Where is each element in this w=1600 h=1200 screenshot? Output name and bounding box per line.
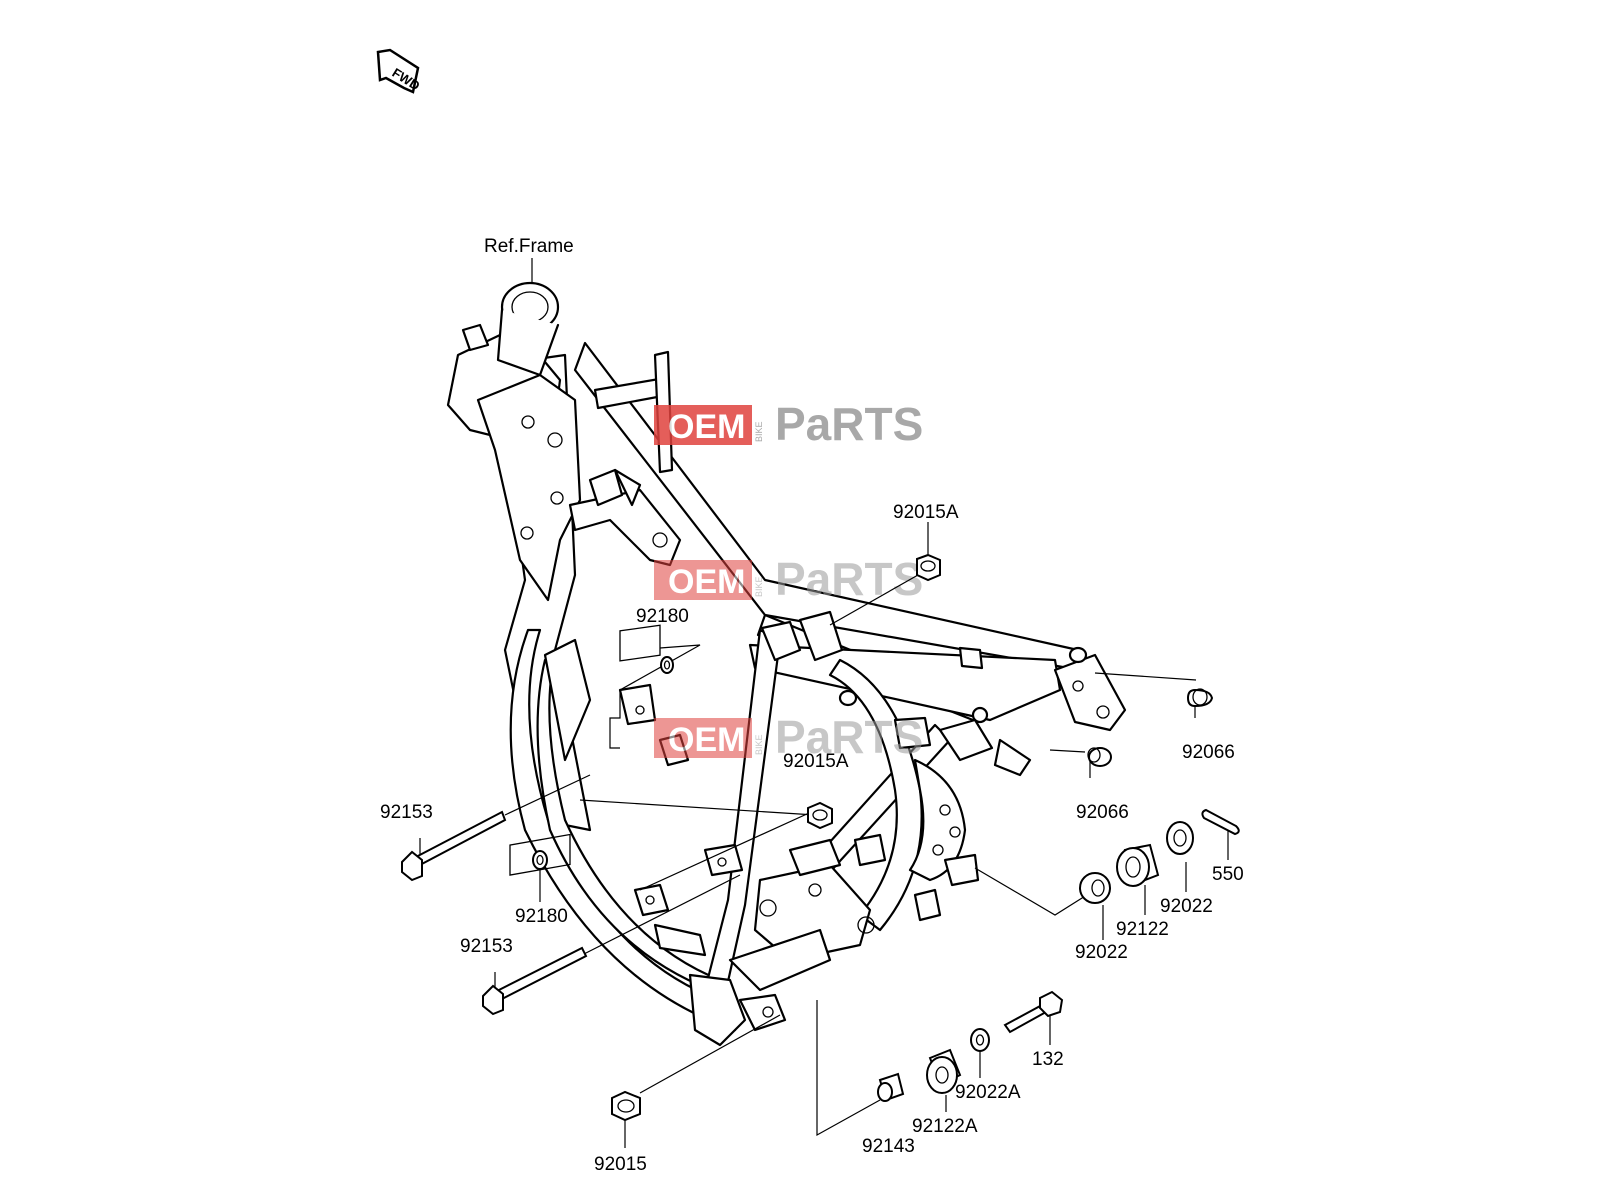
hardware-parts (401, 553, 1240, 1122)
watermark-logo-3: OEM BIKE PaRTS (654, 711, 923, 763)
watermark-bike-2: BIKE (754, 576, 764, 597)
label-92180-top: 92180 (636, 606, 689, 627)
spacer-92122a (926, 1048, 962, 1094)
cotter-pin-550 (1201, 808, 1240, 836)
washer-92022a (970, 1028, 990, 1052)
watermark-logo: OEM BIKE PaRTS (654, 398, 923, 450)
watermark-oem: OEM (668, 408, 745, 446)
watermark-parts-3: PaRTS (775, 711, 923, 763)
label-ref-frame: Ref.Frame (484, 236, 574, 257)
label-92153-bottom: 92153 (460, 936, 513, 957)
cap-92066-right (1186, 688, 1214, 708)
label-132: 132 (1032, 1049, 1064, 1070)
label-92022a: 92022A (955, 1082, 1021, 1103)
label-92015a-top: 92015A (893, 502, 959, 523)
label-92122: 92122 (1116, 919, 1169, 940)
collar-92143 (877, 1072, 905, 1102)
label-92180-bottom: 92180 (515, 906, 568, 927)
nut-92015 (611, 1090, 641, 1122)
frame-drawing (446, 281, 1127, 1047)
watermark-oem-2: OEM (668, 563, 745, 601)
part-labels: Ref.Frame 92015A 92180 92015A 92066 9206… (380, 236, 1244, 1175)
label-92022-left: 92022 (1075, 942, 1128, 963)
bolt-92153-bottom (482, 946, 588, 1016)
watermark-oem-3: OEM (668, 721, 745, 759)
nut-92015a-top (916, 553, 941, 582)
watermark-parts-2: PaRTS (775, 553, 923, 605)
watermark-bike: BIKE (754, 421, 764, 442)
label-92143: 92143 (862, 1136, 915, 1157)
label-92066-right: 92066 (1182, 742, 1235, 763)
label-550: 550 (1212, 864, 1244, 885)
label-92153-top: 92153 (380, 802, 433, 823)
label-92122a: 92122A (912, 1116, 978, 1137)
cap-92066-mid (1087, 747, 1112, 767)
spacer-92122 (1116, 843, 1160, 887)
bolt-132 (1003, 990, 1064, 1034)
label-92066-mid: 92066 (1076, 802, 1129, 823)
watermark-bike-3: BIKE (754, 734, 764, 755)
washer-92022-right (1166, 821, 1194, 855)
washer-92022-left (1079, 872, 1111, 904)
label-92022-right: 92022 (1160, 896, 1213, 917)
washer-92180-bottom (509, 833, 571, 876)
nut-92015a-mid (807, 801, 833, 830)
label-92015a-mid: 92015A (783, 751, 849, 772)
bolt-92153-top (401, 810, 507, 882)
washer-92180-top (660, 656, 674, 674)
leader-lines (419, 258, 1229, 1148)
fwd-arrow-icon: FWD (376, 48, 423, 94)
watermark-logo-2: OEM BIKE PaRTS (654, 553, 923, 605)
label-92015: 92015 (594, 1154, 647, 1175)
watermark-parts: PaRTS (775, 398, 923, 450)
